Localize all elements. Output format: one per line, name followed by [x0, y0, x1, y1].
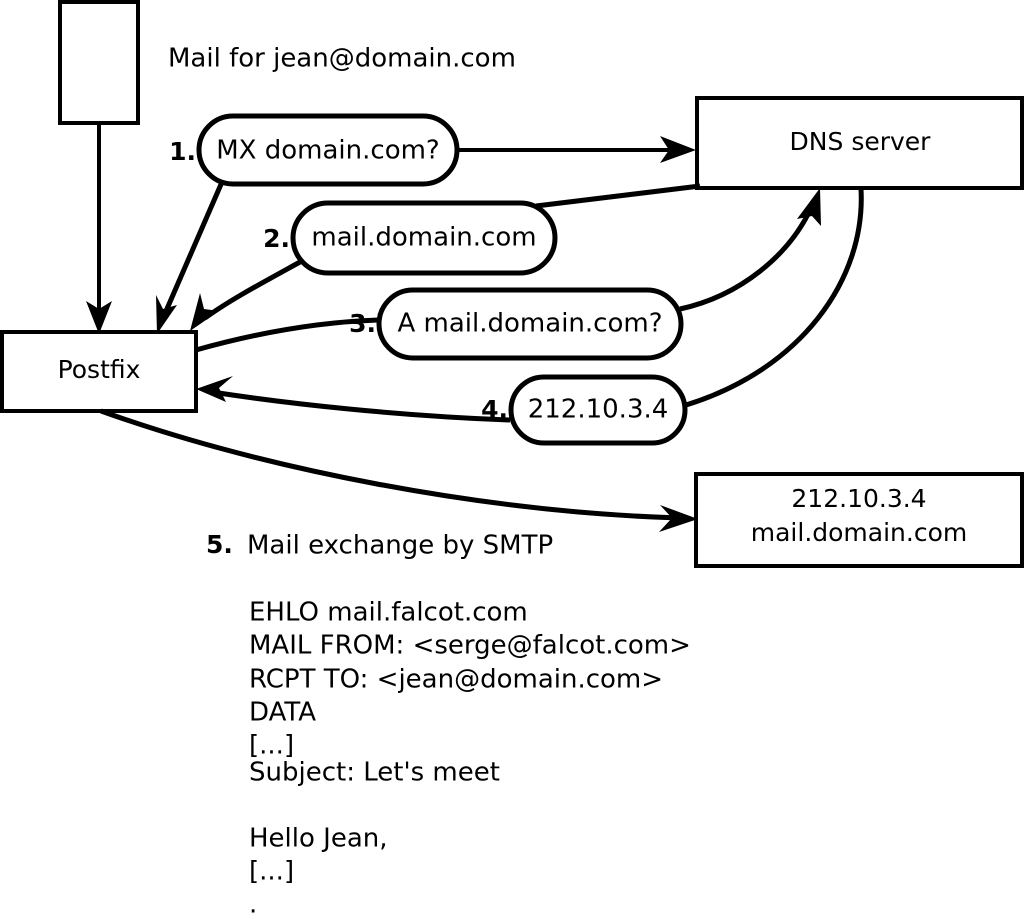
- edge-dns-to-step4: [685, 188, 864, 408]
- arrowhead-step1-tail: [156, 295, 177, 334]
- sender-node: [58, 0, 140, 125]
- arrowhead-sender-to-postfix: [86, 301, 112, 334]
- destination-node-host: mail.domain.com: [751, 518, 967, 547]
- step-bubble-3-label: A mail.domain.com?: [398, 309, 663, 339]
- arrowhead-step2-to-postfix: [190, 293, 219, 331]
- step-bubble-2-label: mail.domain.com: [311, 223, 536, 253]
- arrowhead-step4-to-postfix: [196, 376, 233, 402]
- destination-node-ip: 212.10.3.4: [791, 484, 926, 513]
- edge-step3-to-dns: [679, 204, 815, 312]
- transcript-line: Hello Jean,: [249, 824, 388, 854]
- transcript-line: RCPT TO: <jean@domain.com>: [249, 665, 663, 695]
- postfix-node: [0, 330, 198, 413]
- edge-dns-to-step2: [535, 183, 701, 209]
- step-bubble-4[interactable]: [508, 374, 688, 446]
- destination-node: [694, 472, 1024, 568]
- transcript-line: DATA: [249, 698, 316, 728]
- transcript-line: [...]: [249, 857, 294, 887]
- step-bubble-3[interactable]: [376, 287, 684, 361]
- step-5-label: Mail exchange by SMTP: [247, 531, 553, 561]
- step-number-2: 2.: [263, 224, 290, 253]
- arrowhead-step3-to-dns: [797, 188, 821, 226]
- edge-step2-to-postfix: [203, 259, 302, 321]
- step-bubble-4-label: 212.10.3.4: [528, 395, 669, 425]
- step-number-3: 3.: [349, 309, 376, 338]
- dns-server-node-label: DNS server: [790, 127, 932, 156]
- transcript-line: Subject: Let's meet: [249, 758, 500, 788]
- arrowhead-postfix-to-destination: [659, 505, 698, 532]
- edge-step4-to-postfix: [211, 389, 511, 423]
- transcript-line: [...]: [249, 731, 294, 761]
- step-number-1: 1.: [169, 137, 196, 166]
- step-bubble-1-label: MX domain.com?: [216, 136, 439, 166]
- edge-postfix-to-step3: [195, 317, 379, 353]
- edge-step1-tail: [160, 181, 225, 319]
- step-bubble-2[interactable]: [290, 200, 558, 276]
- postfix-node-label: Postfix: [58, 355, 141, 384]
- step-number-4: 4.: [481, 395, 508, 424]
- transcript-line: MAIL FROM: <serge@falcot.com>: [249, 631, 691, 661]
- diagram-heading: Mail for jean@domain.com: [168, 44, 516, 74]
- smtp-transcript: EHLO mail.falcot.com MAIL FROM: <serge@f…: [249, 598, 691, 919]
- step-number-5: 5.: [206, 530, 233, 559]
- dns-server-node: [695, 96, 1024, 190]
- edge-postfix-to-destination: [100, 408, 681, 521]
- transcript-line: .: [249, 890, 257, 919]
- arrowhead-step1-to-dns: [660, 136, 696, 163]
- transcript-line: EHLO mail.falcot.com: [249, 598, 528, 628]
- step-bubble-1[interactable]: [196, 113, 460, 187]
